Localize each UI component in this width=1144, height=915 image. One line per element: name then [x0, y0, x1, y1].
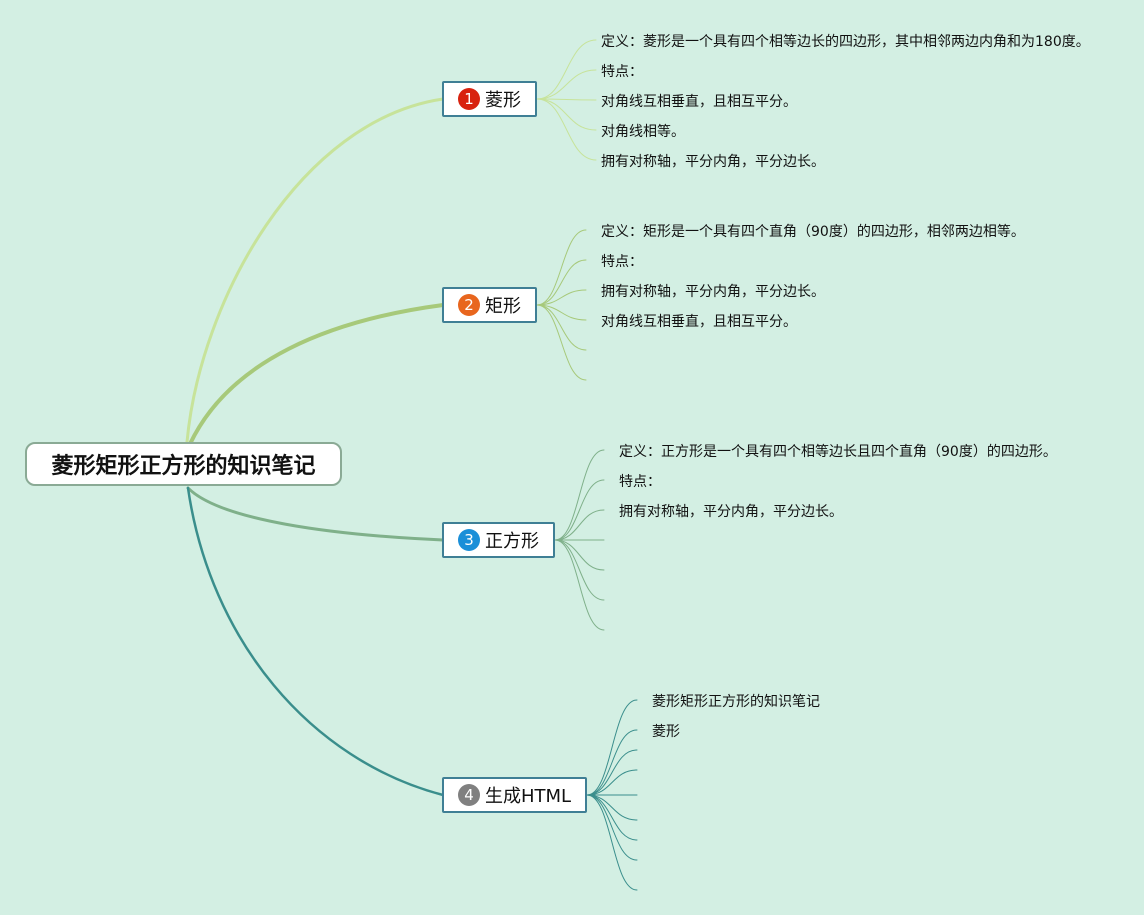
link-topic-3-leaf-5	[554, 539, 605, 571]
leaf-rectangle-definition[interactable]: 定义：矩形是一个具有四个直角（90度）的四边形，相邻两边相等。	[601, 224, 1025, 240]
link-topic-2-leaf-2	[536, 259, 587, 306]
link-topic-2-leaf-1	[536, 229, 587, 306]
number-badge-1: 1	[458, 88, 480, 110]
link-topic-2-leaf-3	[536, 289, 587, 306]
link-topic-4-leaf-4	[586, 769, 638, 796]
topic-label: 生成HTML	[485, 786, 572, 807]
central-topic-label: 菱形矩形正方形的知识笔记	[51, 454, 316, 479]
link-topic-1-leaf-5	[536, 98, 597, 161]
leaf-html-rhombus[interactable]: 菱形	[652, 724, 680, 740]
link-topic-2-leaf-6	[536, 304, 587, 381]
link-topic-4-leaf-7	[586, 794, 638, 841]
leaf-rectangle-features[interactable]: 特点：	[601, 254, 643, 270]
topic-label: 矩形	[485, 296, 521, 317]
number-badge-3: 3	[458, 529, 480, 551]
number-badge-4: 4	[458, 784, 480, 806]
link-topic-2-leaf-5	[536, 304, 587, 351]
leaf-rhombus-feature-1[interactable]: 对角线互相垂直，且相互平分。	[601, 94, 797, 110]
topic-label: 菱形	[485, 90, 521, 111]
topic-label: 正方形	[485, 531, 539, 552]
topic-square[interactable]: 3 正方形	[442, 522, 555, 558]
link-topic-1-leaf-3	[536, 98, 597, 101]
link-root-topic-4	[186, 486, 445, 797]
leaf-rectangle-feature-2[interactable]: 对角线互相垂直，且相互平分。	[601, 314, 797, 330]
link-topic-1-leaf-2	[536, 69, 597, 100]
leaf-rhombus-definition[interactable]: 定义：菱形是一个具有四个相等边长的四边形，其中相邻两边内角和为180度。	[601, 34, 1090, 50]
link-topic-4-leaf-1	[586, 699, 638, 796]
leaf-square-definition[interactable]: 定义：正方形是一个具有四个相等边长且四个直角（90度）的四边形。	[619, 444, 1057, 460]
topic-generate-html[interactable]: 4 生成HTML	[442, 777, 587, 813]
link-topic-4-leaf-9	[586, 794, 638, 891]
link-root-topic-2	[188, 303, 445, 446]
link-topic-3-leaf-3	[554, 509, 605, 541]
leaf-square-feature-1[interactable]: 拥有对称轴，平分内角，平分边长。	[619, 504, 843, 520]
link-topic-1-leaf-4	[536, 98, 597, 131]
leaf-rhombus-features[interactable]: 特点：	[601, 64, 643, 80]
number-badge-2: 2	[458, 294, 480, 316]
topic-rhombus[interactable]: 1 菱形	[442, 81, 537, 117]
leaf-rhombus-feature-3[interactable]: 拥有对称轴，平分内角，平分边长。	[601, 154, 825, 170]
topic-rectangle[interactable]: 2 矩形	[442, 287, 537, 323]
link-topic-3-leaf-2	[554, 479, 605, 541]
link-root-topic-1	[185, 97, 445, 444]
link-topic-3-leaf-1	[554, 449, 605, 541]
leaf-rectangle-feature-1[interactable]: 拥有对称轴，平分内角，平分边长。	[601, 284, 825, 300]
link-topic-4-leaf-3	[586, 749, 638, 796]
link-topic-4-leaf-2	[586, 729, 638, 796]
leaf-rhombus-feature-2[interactable]: 对角线相等。	[601, 124, 685, 140]
link-topic-3-leaf-7	[554, 539, 605, 631]
leaf-html-title[interactable]: 菱形矩形正方形的知识笔记	[652, 694, 820, 710]
leaf-square-features[interactable]: 特点：	[619, 474, 661, 490]
link-topic-4-leaf-8	[586, 794, 638, 861]
central-topic[interactable]: 菱形矩形正方形的知识笔记	[25, 442, 342, 486]
link-topic-1-leaf-1	[536, 39, 597, 100]
link-root-topic-3	[186, 486, 445, 542]
link-topic-3-leaf-6	[554, 539, 605, 601]
